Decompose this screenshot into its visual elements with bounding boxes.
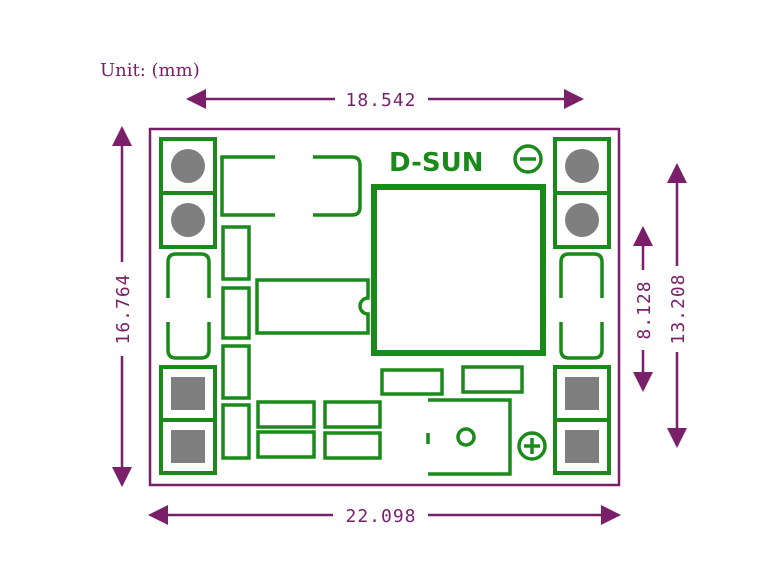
capsule-right — [559, 252, 604, 360]
pad-right-bottom-2 — [553, 418, 611, 475]
capsule-left — [166, 252, 211, 360]
passive-r1 — [380, 368, 444, 396]
passive-r3 — [256, 400, 316, 429]
dimension-right-outer-label: 13.208 — [668, 273, 689, 344]
pad-group-left-top — [159, 137, 217, 249]
pad-left-bottom-2 — [159, 418, 217, 475]
dimension-left-height-label: 16.764 — [113, 273, 134, 344]
dimension-right-inner-label: 8.128 — [634, 280, 655, 339]
potentiometer-footprint — [426, 398, 512, 476]
passive-column — [221, 225, 251, 460]
pad-left-top-2 — [159, 191, 217, 249]
passive-c3 — [221, 344, 251, 400]
minus-symbol-icon — [513, 144, 543, 174]
passive-r4 — [256, 430, 316, 459]
passive-c2 — [221, 286, 251, 340]
board-outline — [148, 127, 621, 487]
ic-footprint — [255, 278, 370, 335]
pad-left-bottom-1-square — [171, 377, 205, 410]
pad-left-top-2-hole — [171, 203, 205, 237]
pad-group-left-bottom — [159, 365, 217, 475]
diode-footprint — [220, 155, 362, 217]
pad-right-bottom-1-square — [565, 377, 599, 410]
pad-group-right-top — [553, 137, 611, 249]
brand-label: D-SUN — [389, 148, 483, 178]
passive-r5 — [323, 400, 382, 429]
passive-c1 — [221, 225, 251, 281]
plus-symbol-icon — [517, 431, 547, 461]
pad-group-right-bottom — [553, 365, 611, 475]
pad-right-bottom-2-square — [565, 430, 599, 463]
passive-bottom-row — [256, 365, 524, 460]
unit-label: Unit: (mm) — [100, 60, 200, 81]
passive-r6 — [323, 431, 382, 460]
passive-r2 — [461, 365, 524, 394]
dimension-bottom-width-label: 22.098 — [345, 506, 416, 527]
inductor-footprint — [371, 184, 546, 356]
pad-right-top-2-hole — [565, 203, 599, 237]
passive-c4 — [221, 403, 251, 460]
pad-right-top-2 — [553, 191, 611, 249]
pad-right-top-1-hole — [565, 149, 599, 183]
dimension-top-width-label: 18.542 — [345, 90, 416, 111]
pad-left-top-1-hole — [171, 149, 205, 183]
pad-left-bottom-2-square — [171, 430, 205, 463]
